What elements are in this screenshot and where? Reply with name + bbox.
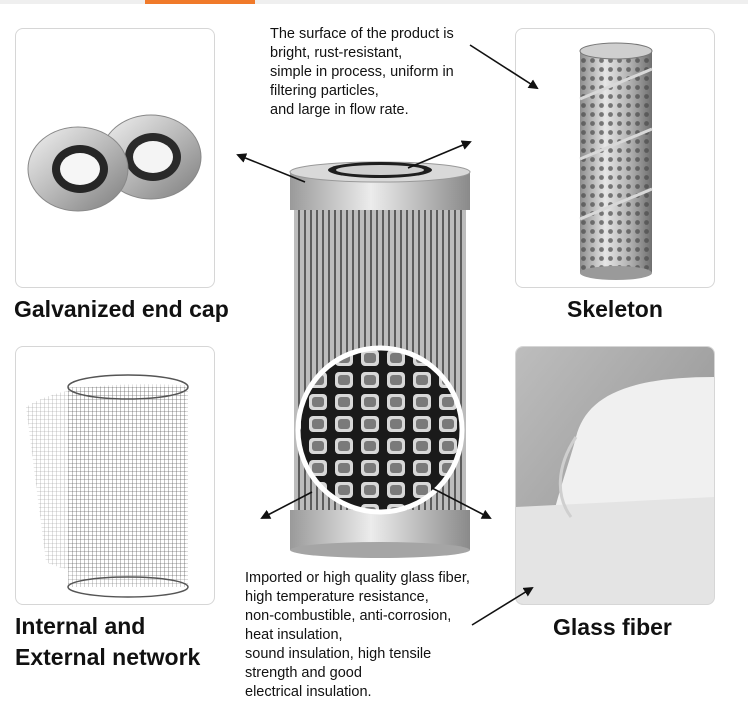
skeleton-image — [579, 42, 653, 280]
end-cap-image — [27, 114, 202, 212]
end-cap-card — [15, 28, 215, 288]
glass-fiber-image — [516, 347, 714, 604]
network-label-line1: Internal and — [15, 613, 146, 639]
skeleton-card — [515, 28, 715, 288]
network-label-line2: External network — [15, 644, 201, 670]
top-accent-bar — [145, 0, 255, 4]
glass-fiber-description: Imported or high quality glass fiber, hi… — [245, 570, 470, 700]
glass-fiber-card — [515, 346, 715, 605]
surface-description: The surface of the product is bright, ru… — [270, 26, 454, 118]
mesh-image — [26, 374, 189, 598]
end-cap-label: Galvanized end cap — [14, 296, 229, 322]
glass-fiber-label: Glass fiber — [553, 614, 672, 640]
top-bar — [0, 0, 748, 4]
network-card — [15, 346, 215, 605]
skeleton-label: Skeleton — [567, 296, 663, 322]
filter-element-image — [289, 161, 471, 558]
